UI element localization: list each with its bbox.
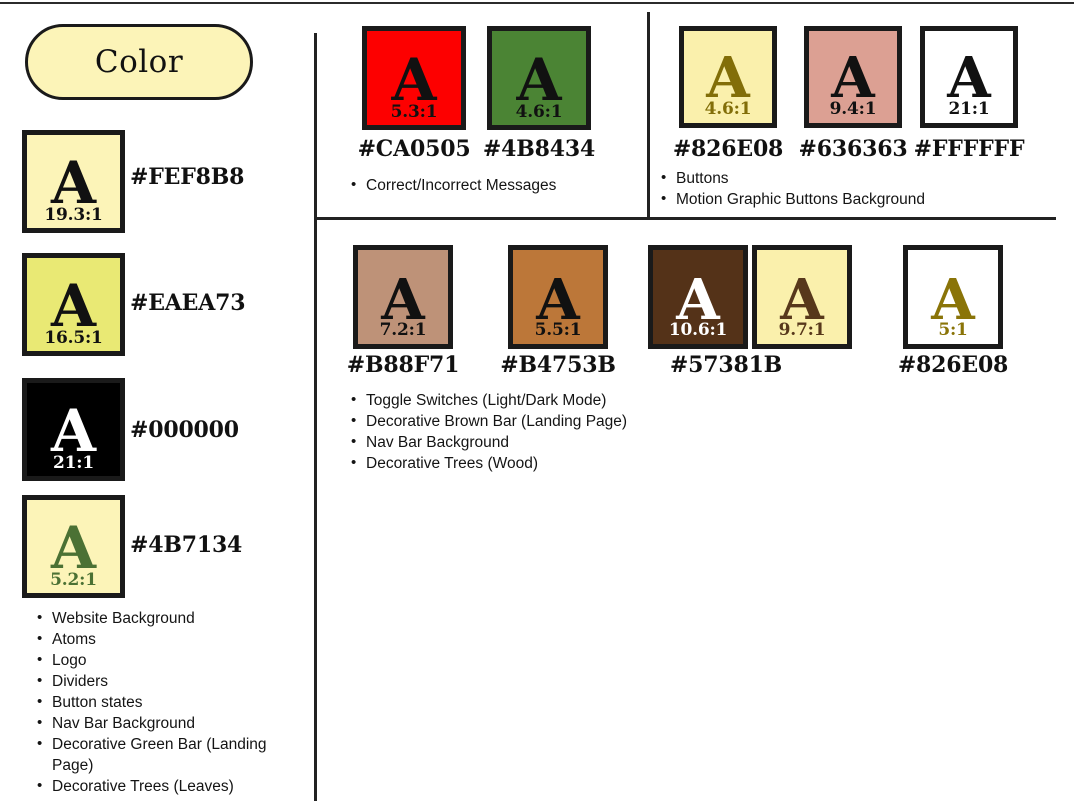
swatch-letter-glyph: A xyxy=(50,514,96,583)
color-swatch[interactable]: A 9.4:1 xyxy=(804,26,902,128)
color-swatch[interactable]: A 7.2:1 xyxy=(353,245,453,349)
swatch-letter-glyph: A xyxy=(536,266,580,333)
hex-code-label: #57381B xyxy=(669,352,783,378)
usage-list-buttons: ButtonsMotion Graphic Buttons Background xyxy=(660,167,1020,210)
usage-list-messages-items: Correct/Incorrect Messages xyxy=(350,174,630,196)
contrast-ratio-label: 21:1 xyxy=(53,453,94,474)
hex-code-label: #EAEA73 xyxy=(130,290,246,316)
color-swatch[interactable]: A 5.5:1 xyxy=(508,245,608,349)
color-swatch[interactable]: A 4.6:1 xyxy=(679,26,777,128)
vertical-divider-main xyxy=(314,33,317,801)
contrast-ratio-label: 5.5:1 xyxy=(534,320,582,341)
color-swatch[interactable]: A 5.2:1 xyxy=(22,495,125,598)
usage-list-messages: Correct/Incorrect Messages xyxy=(350,174,630,196)
swatch-letter-glyph: A xyxy=(391,46,437,115)
swatch-letter-glyph: A xyxy=(50,397,96,466)
swatch-letter-glyph: A xyxy=(50,272,96,341)
page-title-pill: Color xyxy=(25,24,253,100)
contrast-ratio-label: 16.5:1 xyxy=(44,328,103,349)
swatch-letter-glyph: A xyxy=(676,266,720,333)
top-border-rule xyxy=(0,2,1074,4)
usage-list-item: Nav Bar Background xyxy=(350,431,750,453)
hex-code-label: #CA0505 xyxy=(357,136,471,162)
usage-list-item: Decorative Green Bar (Landing Page) xyxy=(36,733,304,776)
contrast-ratio-label: 9.4:1 xyxy=(829,99,877,120)
swatch-letter-glyph: A xyxy=(931,266,975,333)
usage-list-item: Correct/Incorrect Messages xyxy=(350,174,630,196)
usage-list-item: Nav Bar Background xyxy=(36,712,304,734)
usage-list-item: Logo xyxy=(36,649,304,671)
horizontal-divider xyxy=(314,217,1056,220)
contrast-ratio-label: 5.3:1 xyxy=(390,102,438,123)
page-title: Color xyxy=(94,44,184,80)
usage-list-item: Decorative Trees (Wood) xyxy=(350,452,750,474)
contrast-ratio-label: 4.6:1 xyxy=(515,102,563,123)
swatch-letter-glyph: A xyxy=(516,46,562,115)
color-swatch[interactable]: A 5:1 xyxy=(903,245,1003,349)
usage-list-item: Dividers xyxy=(36,670,304,692)
swatch-letter-glyph: A xyxy=(381,266,425,333)
usage-list-item: Atoms xyxy=(36,628,304,650)
hex-code-label: #826E08 xyxy=(897,352,1009,378)
contrast-ratio-label: 10.6:1 xyxy=(668,320,728,341)
swatch-letter-glyph: A xyxy=(50,149,96,218)
color-swatch[interactable]: A 10.6:1 xyxy=(648,245,748,349)
hex-code-label: #B4753B xyxy=(500,352,616,378)
usage-list-browns-items: Toggle Switches (Light/Dark Mode)Decorat… xyxy=(350,389,750,474)
contrast-ratio-label: 19.3:1 xyxy=(44,205,103,226)
hex-code-label: #FFFFFF xyxy=(913,136,1025,162)
usage-list-item: Button states xyxy=(36,691,304,713)
contrast-ratio-label: 21:1 xyxy=(948,99,990,120)
contrast-ratio-label: 4.6:1 xyxy=(704,99,752,120)
hex-code-label: #000000 xyxy=(130,417,239,443)
contrast-ratio-label: 9.7:1 xyxy=(778,320,826,341)
color-swatch[interactable]: A 4.6:1 xyxy=(487,26,591,130)
usage-list-item: Toggle Switches (Light/Dark Mode) xyxy=(350,389,750,411)
color-swatch[interactable]: A 16.5:1 xyxy=(22,253,125,356)
hex-code-label: #4B7134 xyxy=(130,532,243,558)
usage-list-item: Motion Graphic Buttons Background xyxy=(660,188,1020,210)
vertical-divider-top xyxy=(647,12,650,218)
usage-list-left: Website BackgroundAtomsLogoDividersButto… xyxy=(36,607,304,797)
contrast-ratio-label: 5:1 xyxy=(938,320,968,341)
hex-code-label: #4B8434 xyxy=(482,136,596,162)
swatch-letter-glyph: A xyxy=(947,44,991,111)
usage-list-item: Decorative Trees (Leaves) xyxy=(36,775,304,797)
hex-code-label: #FEF8B8 xyxy=(130,164,245,190)
contrast-ratio-label: 7.2:1 xyxy=(379,320,427,341)
usage-list-item: Decorative Brown Bar (Landing Page) xyxy=(350,410,750,432)
usage-list-left-items: Website BackgroundAtomsLogoDividersButto… xyxy=(36,607,304,797)
swatch-letter-glyph: A xyxy=(706,44,750,111)
usage-list-browns: Toggle Switches (Light/Dark Mode)Decorat… xyxy=(350,389,750,474)
usage-list-buttons-items: ButtonsMotion Graphic Buttons Background xyxy=(660,167,1020,210)
color-swatch[interactable]: A 21:1 xyxy=(920,26,1018,128)
color-swatch[interactable]: A 9.7:1 xyxy=(752,245,852,349)
contrast-ratio-label: 5.2:1 xyxy=(50,570,97,591)
color-swatch[interactable]: A 19.3:1 xyxy=(22,130,125,233)
hex-code-label: #826E08 xyxy=(672,136,784,162)
usage-list-item: Buttons xyxy=(660,167,1020,189)
hex-code-label: #636363 xyxy=(798,136,908,162)
color-swatch[interactable]: A 21:1 xyxy=(22,378,125,481)
color-swatch[interactable]: A 5.3:1 xyxy=(362,26,466,130)
hex-code-label: #B88F71 xyxy=(346,352,460,378)
swatch-letter-glyph: A xyxy=(831,44,875,111)
swatch-letter-glyph: A xyxy=(780,266,824,333)
usage-list-item: Website Background xyxy=(36,607,304,629)
